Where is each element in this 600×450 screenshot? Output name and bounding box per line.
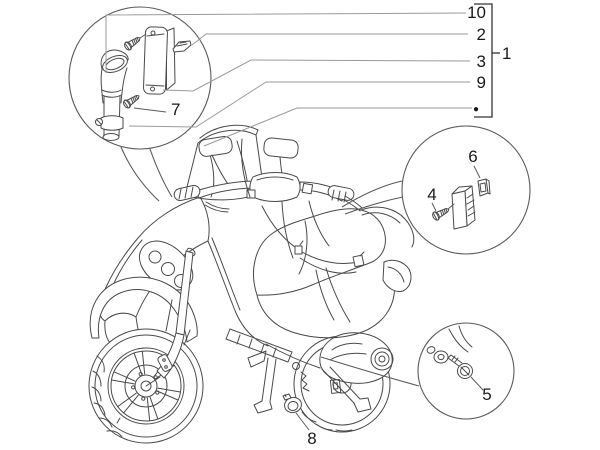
headlight-icon bbox=[161, 262, 175, 276]
right-grip bbox=[327, 185, 355, 201]
callout-6-label: 6 bbox=[468, 147, 477, 166]
detail-bubble-regulator: 7 bbox=[68, 6, 212, 202]
callout-5-leader bbox=[470, 376, 484, 391]
legend-leader-9 bbox=[128, 81, 470, 128]
headlight-icon bbox=[148, 250, 162, 264]
front-fork bbox=[145, 250, 194, 387]
rubber-elbow-boot bbox=[100, 49, 129, 141]
callout-7-leader bbox=[133, 107, 167, 113]
floorboard bbox=[225, 328, 321, 369]
spade-terminal bbox=[172, 40, 192, 53]
callout-8-label: 8 bbox=[307, 429, 316, 448]
legend-item-3: 3 bbox=[477, 52, 486, 71]
wiring-harness bbox=[241, 138, 365, 323]
legend: 10 2 3 9 ● 1 bbox=[105, 3, 511, 147]
relay-box bbox=[451, 185, 476, 230]
detail-bubble-relay: 4 6 bbox=[341, 125, 531, 255]
cable-ends bbox=[448, 325, 473, 353]
callout-6-leader bbox=[473, 165, 481, 179]
bubble-tail bbox=[120, 146, 173, 202]
legend-item-9: 9 bbox=[477, 73, 486, 92]
legend-group-label: 1 bbox=[502, 44, 511, 63]
bubble-tail bbox=[341, 180, 404, 215]
hose-clamp bbox=[95, 115, 124, 131]
control-unit-box bbox=[143, 26, 176, 95]
callout-4-leader bbox=[431, 202, 437, 212]
handlebar bbox=[173, 172, 363, 213]
engine-cover bbox=[319, 332, 394, 384]
front-fender bbox=[89, 276, 198, 346]
clamp-8: 8 bbox=[282, 393, 317, 448]
legend-item-10: 10 bbox=[467, 3, 486, 22]
callout-4-label: 4 bbox=[427, 185, 436, 204]
rear-body-and-seat bbox=[253, 206, 415, 339]
bubble-tail bbox=[320, 356, 420, 387]
legend-item-bullet: ● bbox=[473, 104, 479, 115]
screw-7 bbox=[121, 91, 142, 110]
connector-clip bbox=[477, 178, 491, 197]
callout-7-label: 7 bbox=[171, 100, 180, 119]
legend-leader-3 bbox=[162, 59, 471, 92]
detail-bubble-screw: 5 bbox=[320, 322, 515, 420]
washer bbox=[426, 346, 449, 364]
legend-leader-bullet bbox=[203, 107, 472, 147]
brake-disc bbox=[124, 364, 168, 408]
legend-item-2: 2 bbox=[477, 25, 486, 44]
scooter-line-art bbox=[88, 124, 415, 444]
callout-8-leader bbox=[295, 412, 310, 431]
center-stand bbox=[247, 350, 372, 414]
callout-5-label: 5 bbox=[482, 385, 491, 404]
mirror-left bbox=[198, 135, 233, 188]
legend-leader-10 bbox=[105, 12, 467, 73]
upper-screw bbox=[122, 33, 143, 52]
brake-caliper bbox=[157, 354, 173, 372]
legend-leader-2 bbox=[191, 33, 468, 46]
hex-screw bbox=[447, 354, 473, 379]
legend-bracket bbox=[474, 3, 493, 118]
